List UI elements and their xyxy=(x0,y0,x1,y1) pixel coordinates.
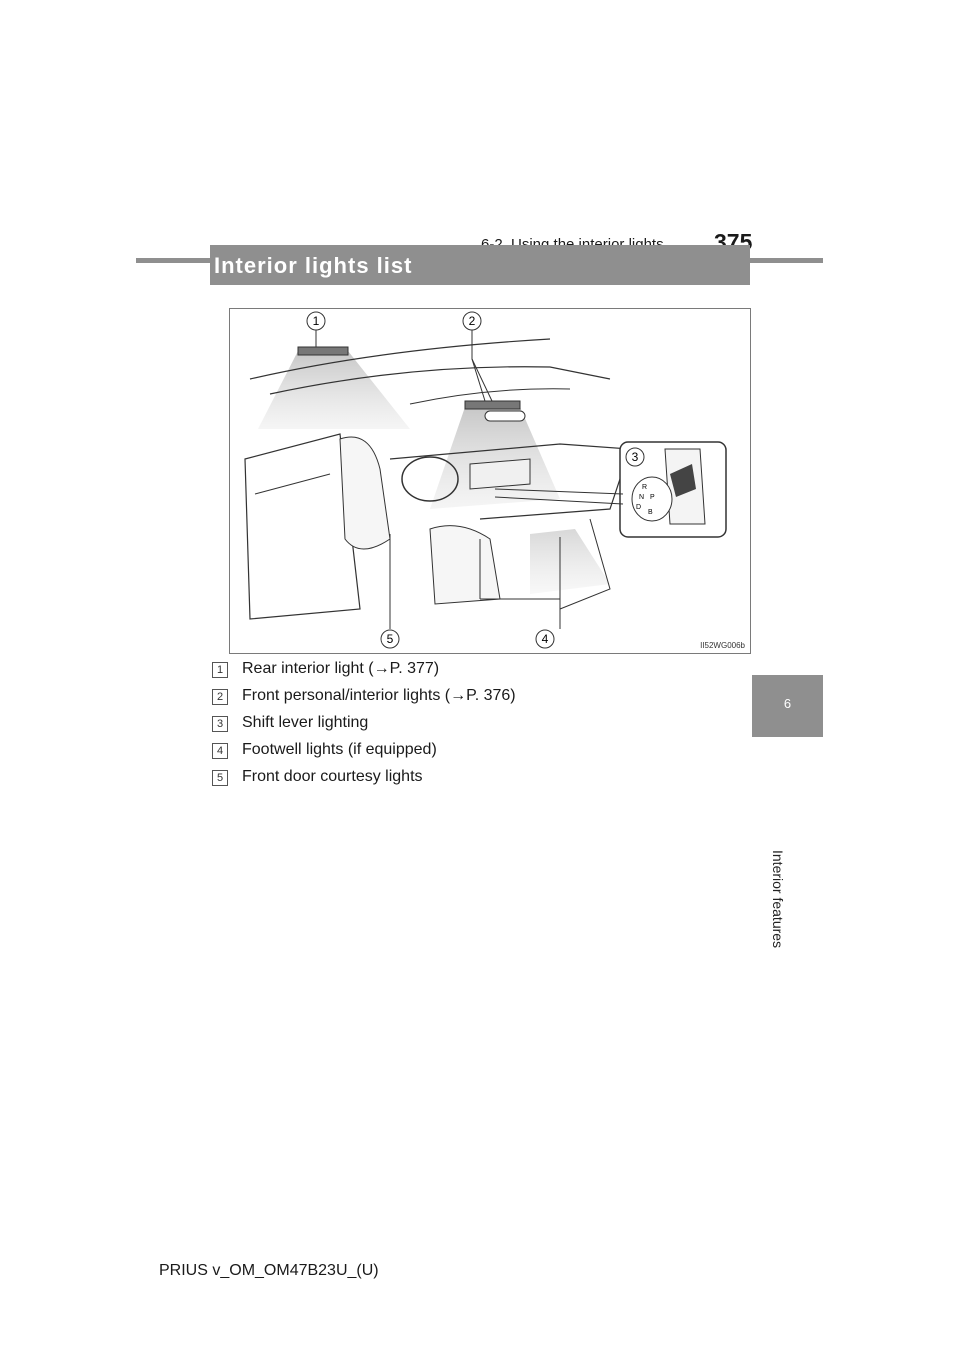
svg-text:3: 3 xyxy=(632,450,639,464)
callout-item: 4 Footwell lights (if equipped) xyxy=(212,741,752,765)
callout-item: 3 Shift lever lighting xyxy=(212,714,752,738)
svg-text:1: 1 xyxy=(313,314,320,328)
marker-3: 3 xyxy=(625,447,645,467)
callout-item: 5 Front door courtesy lights xyxy=(212,768,752,792)
callout-number: 1 xyxy=(212,662,228,678)
footwell-beam xyxy=(530,529,610,594)
steering-wheel xyxy=(401,456,459,502)
rear-light-fixture xyxy=(297,346,349,356)
callout-text: Rear interior light (→P. 377) xyxy=(242,660,440,677)
side-tab-label: Interior features xyxy=(770,850,786,949)
section-title: Interior lights list xyxy=(214,253,413,278)
svg-text:2: 2 xyxy=(469,314,476,328)
callout-item: 2 Front personal/interior lights (→P. 37… xyxy=(212,687,752,711)
svg-text:5: 5 xyxy=(387,632,394,646)
marker-2: 2 xyxy=(462,311,482,331)
shift-letter-r: R xyxy=(642,484,647,491)
footer-doc-id: PRIUS v_OM_OM47B23U_(U) xyxy=(159,1262,379,1279)
marker-5: 5 xyxy=(380,629,400,649)
shift-letter-d: D xyxy=(636,504,641,511)
callout-number: 3 xyxy=(212,716,228,732)
shift-letter-p: P xyxy=(650,494,655,501)
side-tab: 6 xyxy=(752,675,823,737)
svg-text:4: 4 xyxy=(542,632,549,646)
section-title-bar: Interior lights list xyxy=(210,245,750,285)
interior-illustration: R N D P B 1 2 3 4 5 xyxy=(244,311,727,649)
front-light-beam xyxy=(430,407,560,509)
side-tab-number: 6 xyxy=(783,696,792,711)
callout-text: Front personal/interior lights (→P. 376) xyxy=(242,687,516,704)
callout-text: Shift lever lighting xyxy=(242,714,369,731)
marker-4: 4 xyxy=(535,629,555,649)
shift-letter-b: B xyxy=(648,509,653,516)
callout-number: 2 xyxy=(212,689,228,705)
interior-figure: R N D P B 1 2 3 4 5 xyxy=(229,308,751,654)
front-light-fixture xyxy=(464,400,521,410)
callout-number: 4 xyxy=(212,743,228,759)
callout-item: 1 Rear interior light (→P. 377) xyxy=(212,660,752,684)
figure-code: II52WG006b xyxy=(700,641,745,650)
shift-letter-n: N xyxy=(639,494,644,501)
callout-number: 5 xyxy=(212,770,228,786)
rear-light-beam xyxy=(258,351,410,429)
marker-1: 1 xyxy=(306,311,326,331)
callout-text: Front door courtesy lights xyxy=(242,768,423,785)
callout-text: Footwell lights (if equipped) xyxy=(242,741,437,758)
